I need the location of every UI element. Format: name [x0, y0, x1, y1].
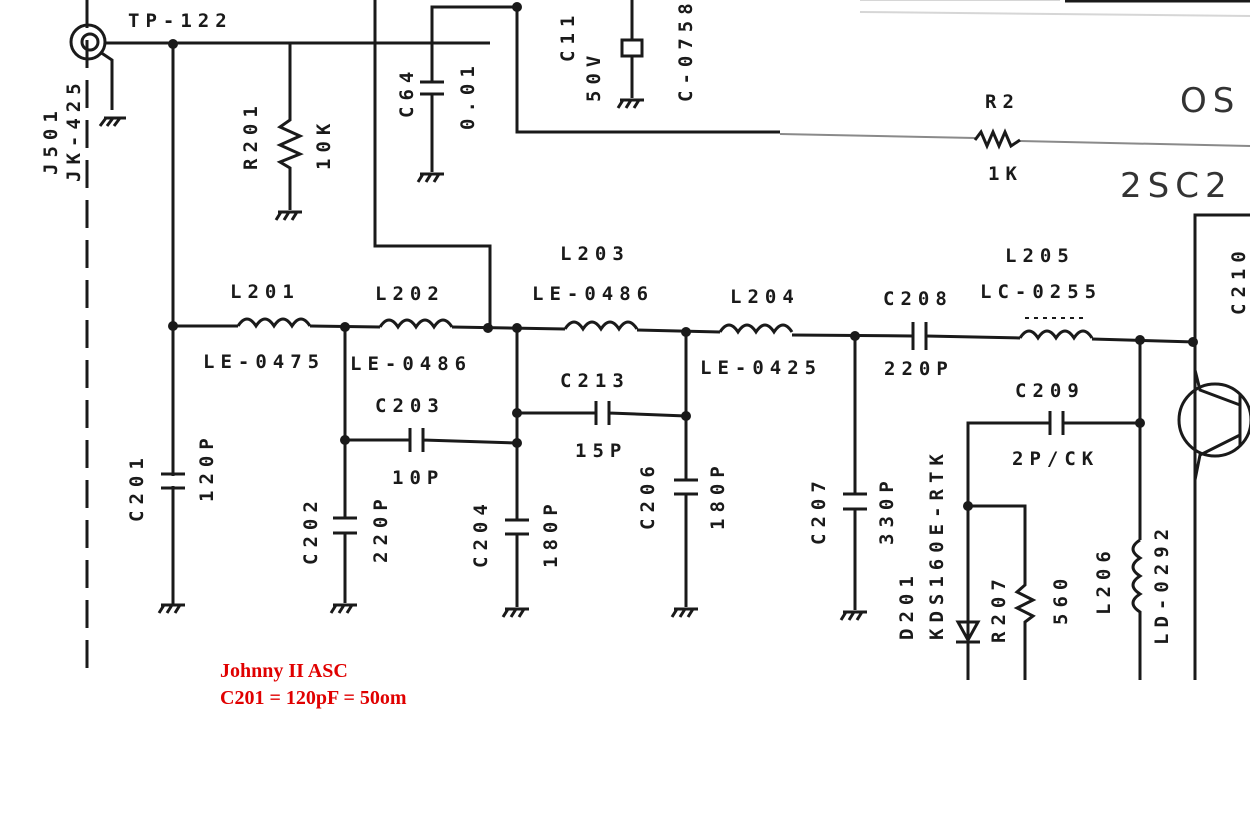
label-c209-val: 2P/CK [1012, 448, 1099, 470]
label-c203-val: 10P [392, 467, 444, 489]
label-c206: C206 [637, 460, 659, 530]
label-r2-val: 1K [988, 163, 1023, 185]
label-c11: C11 [557, 10, 579, 62]
resistor-r2 [973, 128, 1021, 150]
capacitor-c64 [416, 5, 517, 183]
inductor-l206 [1131, 538, 1143, 680]
label-r207-val: 560 [1050, 573, 1072, 625]
label-os: OS [1180, 81, 1240, 121]
label-c201: C201 [126, 452, 148, 522]
label-tp: TP-122 [128, 10, 233, 32]
label-c204-val: 180P [540, 498, 562, 568]
crystal-c0758 [616, 0, 644, 109]
label-c202-val: 220P [370, 493, 392, 563]
inductor-l201 [236, 317, 312, 329]
label-d201-part: KDS160E-RTK [926, 448, 948, 640]
label-r201: R201 [240, 100, 262, 170]
capacitor-c209 [966, 411, 1140, 680]
annotation-c201-note: C201 = 120pF = 50om [220, 687, 407, 709]
label-l203: L203 [560, 243, 630, 265]
label-c208-val: 220P [884, 358, 954, 380]
diode-d201 [955, 620, 981, 644]
label-c204: C204 [470, 498, 492, 568]
inductor-l202 [378, 318, 454, 330]
ground-symbols [157, 603, 867, 621]
label-r201-val: 10K [313, 118, 335, 170]
label-c209: C209 [1015, 380, 1085, 402]
capacitor-c201 [161, 472, 185, 490]
label-l206-part: LD-0292 [1151, 523, 1173, 645]
label-c64-val: 0.01 [457, 60, 479, 130]
label-l205-part: LC-0255 [980, 281, 1102, 303]
label-c207: C207 [808, 475, 830, 545]
label-c201-val: 120P [196, 432, 218, 502]
label-d201: D201 [896, 570, 918, 640]
inductor-l204 [718, 323, 794, 335]
annotation-title: Johnny II ASC [220, 660, 348, 682]
label-r2: R2 [985, 91, 1020, 113]
label-l203-part: LE-0486 [532, 283, 654, 305]
label-c11-val: 50V [583, 50, 605, 102]
label-c208: C208 [883, 288, 953, 310]
label-l205: L205 [1005, 245, 1075, 267]
label-c207-val: 330P [876, 475, 898, 545]
label-c213-val: 15P [575, 440, 627, 462]
inductor-l203 [563, 320, 639, 332]
label-l206: L206 [1093, 545, 1115, 615]
transistor-2sc2 [1177, 369, 1250, 481]
label-transistor: 2SC2 [1120, 166, 1233, 206]
resistor-r207 [968, 504, 1037, 680]
resistor-r201 [274, 43, 304, 221]
label-c206-val: 180P [707, 460, 729, 530]
label-c203: C203 [375, 395, 445, 417]
label-jack: J501 [40, 105, 62, 175]
label-jack-part: JK-425 [63, 77, 85, 182]
label-r207: R207 [988, 573, 1010, 643]
label-l202-part: LE-0486 [350, 353, 472, 375]
label-c210: C210 [1228, 245, 1250, 315]
label-l201-part: LE-0475 [203, 351, 325, 373]
label-l204: L204 [730, 286, 800, 308]
label-c202: C202 [300, 495, 322, 565]
label-crystal: C-0758 [675, 0, 697, 102]
inductor-l205 [1018, 329, 1094, 341]
label-c64: C64 [396, 66, 418, 118]
capacitor-c208 [911, 322, 928, 350]
label-l204-part: LE-0425 [700, 357, 822, 379]
label-c213: C213 [560, 370, 630, 392]
label-l201: L201 [230, 281, 300, 303]
label-l202: L202 [375, 283, 445, 305]
